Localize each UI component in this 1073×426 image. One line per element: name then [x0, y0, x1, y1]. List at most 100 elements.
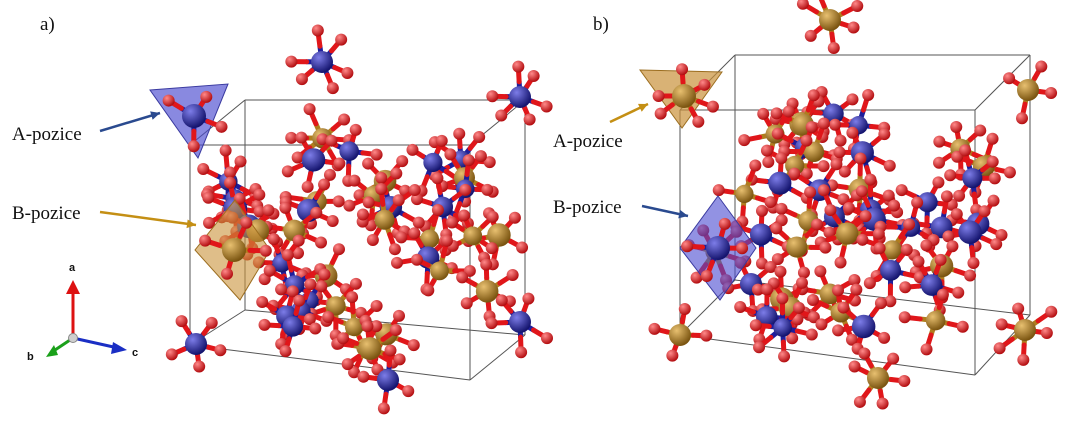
- b-site-arrow-b-head: [678, 209, 688, 219]
- oxygen-atom: [878, 331, 891, 344]
- oxygen-atom: [804, 29, 817, 42]
- oxygen-atom: [473, 130, 486, 143]
- oxygen-atom: [259, 244, 272, 257]
- oxygen-atom: [986, 155, 999, 168]
- oxygen-atom: [1035, 60, 1048, 73]
- oxygen-atom: [325, 134, 338, 147]
- oxygen-atom: [834, 134, 847, 147]
- oxygen-atom: [527, 69, 540, 82]
- oxygen-atom: [757, 107, 770, 120]
- gold-cation-atom: [222, 238, 246, 262]
- oxygen-atom: [940, 190, 953, 203]
- gold-cation-atom: [672, 84, 696, 108]
- oxygen-atom: [788, 167, 801, 180]
- oxygen-atom: [859, 210, 872, 223]
- oxygen-atom: [778, 350, 791, 363]
- oxygen-atom: [224, 176, 237, 189]
- oxygen-atom: [950, 120, 963, 133]
- oxygen-atom: [986, 132, 999, 145]
- oxygen-atom: [315, 280, 328, 293]
- oxygen-atom: [240, 216, 253, 229]
- oxygen-atom: [408, 184, 421, 197]
- oxygen-atom: [698, 78, 711, 91]
- oxygen-atom: [279, 345, 292, 358]
- unit-cell-edge: [679, 334, 976, 376]
- oxygen-atom: [771, 253, 784, 266]
- oxygen-atom: [384, 344, 397, 357]
- oxygen-atom: [311, 24, 324, 37]
- oxygen-atom: [774, 265, 787, 278]
- oxygen-atom: [848, 360, 861, 373]
- oxygen-atom: [823, 226, 836, 239]
- oxygen-atom: [884, 295, 897, 308]
- blue-cation-atom: [768, 171, 792, 195]
- oxygen-atom: [898, 375, 911, 388]
- oxygen-atom: [749, 319, 762, 332]
- oxygen-atom: [292, 234, 305, 247]
- oxygen-atom: [410, 193, 423, 206]
- oxygen-atom: [341, 358, 354, 371]
- oxygen-atom: [815, 318, 828, 331]
- oxygen-atom: [883, 159, 896, 172]
- oxygen-atom: [811, 218, 824, 231]
- oxygen-atom: [912, 255, 925, 268]
- oxygen-atom: [933, 135, 946, 148]
- oxygen-atom: [990, 238, 1003, 251]
- oxygen-atom: [874, 297, 887, 310]
- oxygen-atom: [952, 286, 965, 299]
- oxygen-atom: [486, 210, 499, 223]
- oxygen-atom: [876, 397, 889, 410]
- oxygen-atom: [440, 234, 453, 247]
- oxygen-atom: [760, 144, 773, 157]
- axis-label-c: c: [132, 347, 139, 359]
- oxygen-atom: [203, 216, 216, 229]
- blue-cation-atom: [851, 314, 876, 339]
- oxygen-atom: [412, 216, 425, 229]
- oxygen-atom: [832, 324, 845, 337]
- oxygen-atom: [834, 256, 847, 269]
- oxygen-atom: [848, 273, 861, 286]
- oxygen-atom: [987, 194, 1000, 207]
- oxygen-atom: [764, 196, 777, 209]
- oxygen-atom: [800, 134, 813, 147]
- oxygen-atom: [486, 90, 499, 103]
- oxygen-atom: [258, 318, 271, 331]
- oxygen-atom: [523, 113, 536, 126]
- oxygen-atom: [474, 150, 487, 163]
- blue-cation-atom: [917, 192, 938, 213]
- oxygen-atom: [681, 240, 694, 253]
- oxygen-atom: [256, 295, 269, 308]
- blue-cation-atom: [920, 274, 943, 296]
- oxygen-atom: [858, 347, 871, 360]
- oxygen-atom: [234, 155, 247, 168]
- oxygen-atom: [456, 271, 469, 284]
- oxygen-atom: [899, 281, 912, 294]
- oxygen-atom: [253, 188, 266, 201]
- oxygen-atom: [370, 148, 383, 161]
- oxygen-atom: [1017, 353, 1030, 366]
- oxygen-atom: [435, 134, 448, 147]
- blue-cation-atom: [755, 306, 778, 328]
- oxygen-atom: [806, 294, 819, 307]
- oxygen-atom: [959, 144, 972, 157]
- oxygen-atom: [326, 82, 339, 95]
- blue-cation-atom: [749, 223, 773, 246]
- oxygen-atom: [700, 329, 713, 342]
- blue-cation-atom: [880, 259, 902, 281]
- oxygen-atom: [712, 184, 725, 197]
- oxygen-atom: [348, 174, 361, 187]
- oxygen-atom: [370, 299, 383, 312]
- blue-cation-atom: [958, 220, 982, 244]
- oxygen-atom: [515, 346, 528, 359]
- oxygen-atom: [221, 267, 234, 280]
- oxygen-atom: [483, 156, 496, 169]
- oxygen-atom: [377, 402, 390, 415]
- oxygen-atom: [326, 214, 339, 227]
- oxygen-atom: [995, 228, 1008, 241]
- b-site-label-b: B-pozice: [553, 197, 622, 218]
- oxygen-atom: [700, 270, 713, 283]
- panel-label-a: a): [40, 14, 55, 35]
- oxygen-atom: [332, 243, 345, 256]
